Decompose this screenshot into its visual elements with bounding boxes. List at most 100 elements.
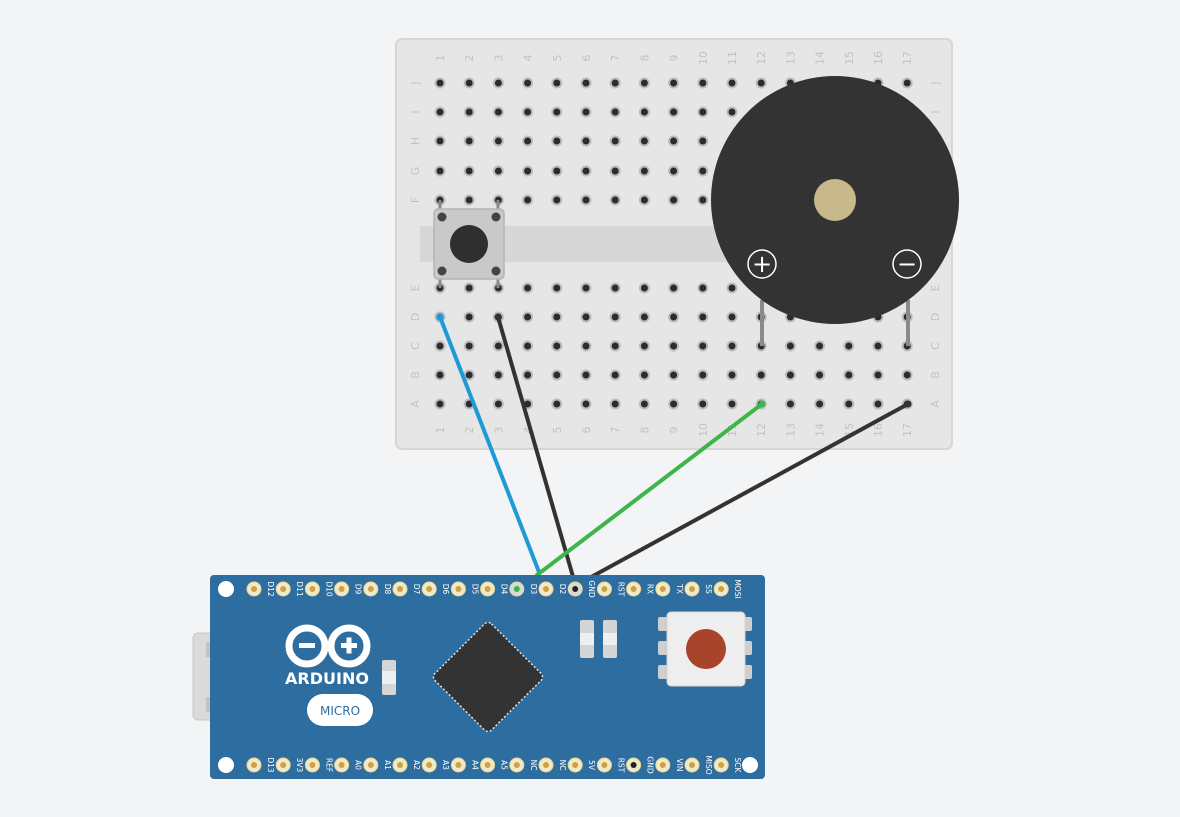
breadboard-hole[interactable] xyxy=(726,369,738,381)
breadboard-hole[interactable] xyxy=(901,369,913,381)
breadboard-hole[interactable] xyxy=(668,282,680,294)
breadboard-hole[interactable] xyxy=(638,106,650,118)
breadboard-hole[interactable] xyxy=(697,369,709,381)
breadboard-hole[interactable] xyxy=(463,282,475,294)
breadboard-hole[interactable] xyxy=(580,106,592,118)
breadboard-hole[interactable] xyxy=(522,282,534,294)
breadboard-hole[interactable] xyxy=(668,135,680,147)
breadboard-hole[interactable] xyxy=(492,398,504,410)
breadboard-hole[interactable] xyxy=(463,135,475,147)
breadboard-hole[interactable] xyxy=(609,282,621,294)
breadboard-hole[interactable] xyxy=(609,106,621,118)
breadboard-hole[interactable] xyxy=(814,340,826,352)
breadboard-hole[interactable] xyxy=(638,398,650,410)
breadboard-hole[interactable] xyxy=(726,398,738,410)
breadboard-hole[interactable] xyxy=(872,369,884,381)
breadboard-hole[interactable] xyxy=(609,398,621,410)
breadboard-hole[interactable] xyxy=(755,77,767,89)
wire-buzzer-minus-to-gnd[interactable] xyxy=(580,402,910,584)
breadboard-hole[interactable] xyxy=(434,106,446,118)
piezo-buzzer[interactable]: +− xyxy=(711,76,959,346)
breadboard-hole[interactable] xyxy=(668,398,680,410)
wire-buzzer-plus-to-d2[interactable] xyxy=(535,402,764,577)
breadboard-hole[interactable] xyxy=(784,398,796,410)
pushbutton[interactable] xyxy=(433,200,505,288)
breadboard-hole[interactable] xyxy=(668,106,680,118)
breadboard-hole[interactable] xyxy=(580,77,592,89)
breadboard-hole[interactable] xyxy=(580,194,592,206)
breadboard-hole[interactable] xyxy=(697,106,709,118)
breadboard-hole[interactable] xyxy=(551,398,563,410)
breadboard-hole[interactable] xyxy=(609,165,621,177)
breadboard-hole[interactable] xyxy=(551,77,563,89)
breadboard-hole[interactable] xyxy=(434,165,446,177)
breadboard-hole[interactable] xyxy=(726,106,738,118)
breadboard-hole[interactable] xyxy=(668,369,680,381)
breadboard-hole[interactable] xyxy=(492,165,504,177)
breadboard-hole[interactable] xyxy=(551,194,563,206)
breadboard-hole[interactable] xyxy=(726,311,738,323)
breadboard-hole[interactable] xyxy=(434,369,446,381)
wire-button-to-d3[interactable] xyxy=(438,315,541,574)
breadboard-hole[interactable] xyxy=(609,194,621,206)
breadboard-hole[interactable] xyxy=(551,282,563,294)
breadboard-hole[interactable] xyxy=(492,77,504,89)
breadboard-hole[interactable] xyxy=(463,165,475,177)
breadboard-hole[interactable] xyxy=(522,369,534,381)
breadboard-hole[interactable] xyxy=(784,369,796,381)
breadboard-hole[interactable] xyxy=(755,369,767,381)
breadboard-hole[interactable] xyxy=(697,398,709,410)
breadboard-hole[interactable] xyxy=(668,340,680,352)
breadboard-hole[interactable] xyxy=(492,106,504,118)
breadboard-hole[interactable] xyxy=(551,340,563,352)
breadboard-hole[interactable] xyxy=(580,311,592,323)
breadboard-hole[interactable] xyxy=(463,340,475,352)
breadboard-hole[interactable] xyxy=(814,398,826,410)
breadboard-hole[interactable] xyxy=(580,165,592,177)
breadboard-hole[interactable] xyxy=(522,77,534,89)
breadboard-hole[interactable] xyxy=(609,311,621,323)
breadboard-hole[interactable] xyxy=(697,77,709,89)
reset-button[interactable] xyxy=(686,629,726,669)
breadboard-hole[interactable] xyxy=(522,165,534,177)
breadboard-hole[interactable] xyxy=(697,194,709,206)
breadboard-hole[interactable] xyxy=(580,398,592,410)
breadboard-hole[interactable] xyxy=(843,340,855,352)
breadboard-hole[interactable] xyxy=(551,135,563,147)
breadboard-hole[interactable] xyxy=(872,340,884,352)
breadboard-hole[interactable] xyxy=(522,311,534,323)
breadboard-hole[interactable] xyxy=(638,311,650,323)
breadboard-hole[interactable] xyxy=(638,135,650,147)
breadboard-hole[interactable] xyxy=(638,77,650,89)
breadboard-hole[interactable] xyxy=(843,398,855,410)
breadboard-hole[interactable] xyxy=(463,106,475,118)
breadboard-hole[interactable] xyxy=(551,106,563,118)
breadboard-hole[interactable] xyxy=(580,340,592,352)
breadboard-hole[interactable] xyxy=(492,135,504,147)
breadboard-hole[interactable] xyxy=(609,340,621,352)
breadboard-hole[interactable] xyxy=(843,369,855,381)
breadboard-hole[interactable] xyxy=(580,282,592,294)
breadboard-hole[interactable] xyxy=(697,282,709,294)
breadboard-hole[interactable] xyxy=(726,282,738,294)
breadboard-hole[interactable] xyxy=(522,135,534,147)
breadboard-hole[interactable] xyxy=(609,369,621,381)
breadboard-hole[interactable] xyxy=(697,340,709,352)
breadboard-hole[interactable] xyxy=(551,165,563,177)
breadboard-hole[interactable] xyxy=(697,311,709,323)
breadboard-hole[interactable] xyxy=(726,77,738,89)
breadboard-hole[interactable] xyxy=(580,135,592,147)
breadboard-hole[interactable] xyxy=(784,340,796,352)
breadboard-hole[interactable] xyxy=(638,340,650,352)
breadboard-hole[interactable] xyxy=(901,77,913,89)
button-cap[interactable] xyxy=(450,225,488,263)
breadboard-hole[interactable] xyxy=(463,194,475,206)
wire-button-to-gnd[interactable] xyxy=(496,315,578,589)
breadboard-hole[interactable] xyxy=(668,311,680,323)
breadboard-hole[interactable] xyxy=(434,398,446,410)
breadboard-hole[interactable] xyxy=(434,340,446,352)
breadboard-hole[interactable] xyxy=(697,135,709,147)
breadboard-hole[interactable] xyxy=(522,106,534,118)
breadboard-hole[interactable] xyxy=(872,398,884,410)
